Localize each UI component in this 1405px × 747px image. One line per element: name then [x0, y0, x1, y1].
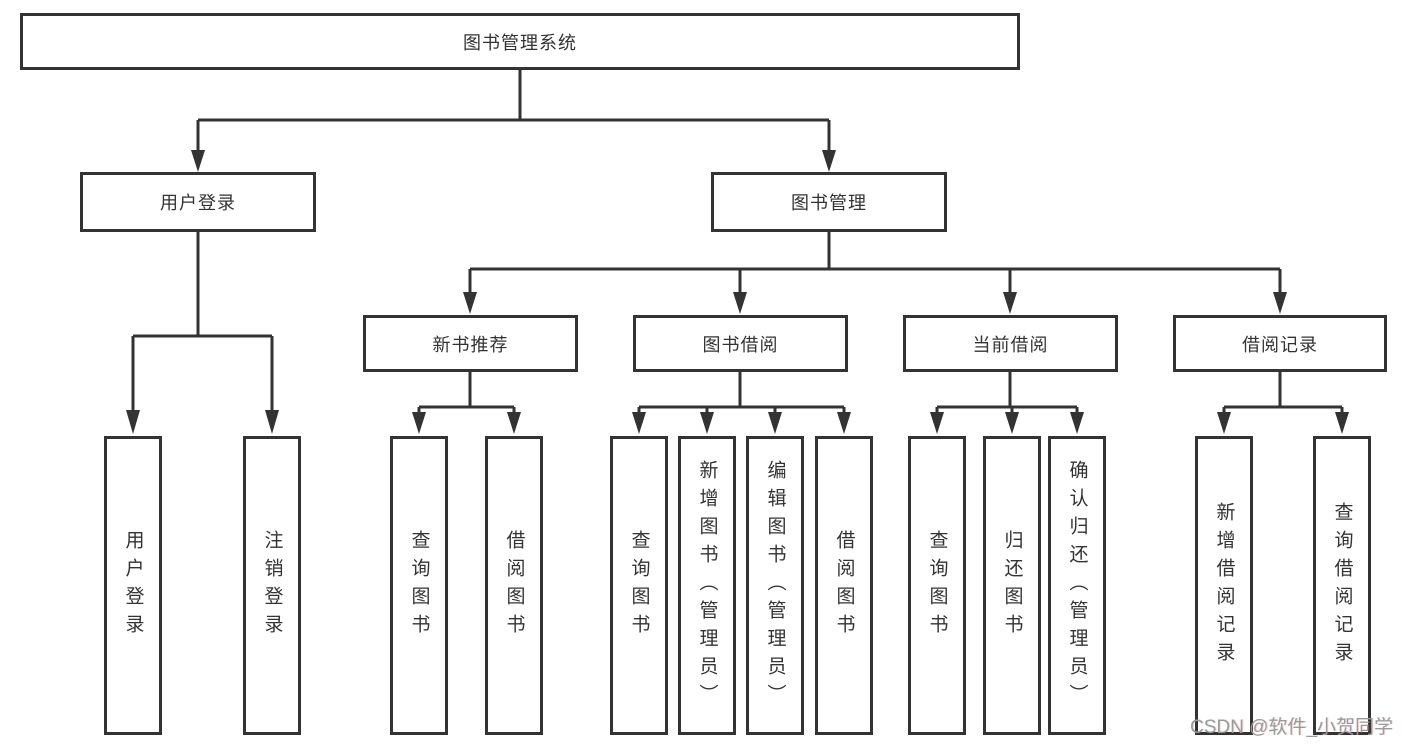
connector-book-borrow-branch: [632, 372, 851, 434]
leaf-logout: 注销登录: [243, 436, 301, 735]
leaf-return-books-label: 归还图书: [1001, 529, 1023, 642]
leaf-add-books-admin-label: 新增图书（管理员）: [696, 459, 718, 712]
leaf-query-books-recommend: 查询图书: [390, 436, 448, 735]
leaf-query-books-current-label: 查询图书: [926, 529, 948, 642]
node-library-system: 图书管理系统: [20, 13, 1020, 70]
node-current-borrowing: 当前借阅: [903, 315, 1118, 372]
leaf-confirm-return-admin: 确认归还（管理员）: [1048, 436, 1106, 735]
connector-book-mgmt-branch: [463, 232, 1287, 314]
connector-user-login-branch: [126, 232, 279, 434]
leaf-query-borrow-record: 查询借阅记录: [1313, 436, 1371, 735]
node-new-book-recommend: 新书推荐: [363, 315, 578, 372]
connector-borrow-records-branch: [1217, 372, 1349, 434]
connector-new-book-rec-branch: [412, 372, 521, 434]
node-current-borrowing-label: 当前借阅: [972, 334, 1049, 355]
leaf-borrow-books-borrowing-label: 借阅图书: [833, 529, 855, 642]
connector-current-borrow-branch: [930, 372, 1084, 434]
leaf-borrow-books-borrowing: 借阅图书: [815, 436, 873, 735]
leaf-add-books-admin: 新增图书（管理员）: [678, 436, 736, 735]
node-book-management: 图书管理: [711, 172, 947, 232]
leaf-borrow-books-recommend: 借阅图书: [485, 436, 543, 735]
leaf-confirm-return-admin-label: 确认归还（管理员）: [1066, 459, 1088, 712]
node-borrowing-records-label: 借阅记录: [1242, 334, 1318, 355]
node-book-borrowing-label: 图书借阅: [702, 334, 779, 355]
leaf-query-books-recommend-label: 查询图书: [408, 529, 430, 642]
leaf-add-borrow-record: 新增借阅记录: [1195, 436, 1253, 735]
leaf-edit-books-admin-label: 编辑图书（管理员）: [764, 459, 786, 712]
leaf-add-borrow-record-label: 新增借阅记录: [1213, 501, 1235, 670]
leaf-query-books-borrowing: 查询图书: [610, 436, 668, 735]
node-user-login-label: 用户登录: [160, 193, 236, 213]
leaf-user-login: 用户登录: [104, 436, 162, 735]
leaf-query-books-borrowing-label: 查询图书: [628, 529, 650, 642]
node-borrowing-records: 借阅记录: [1173, 315, 1387, 372]
leaf-logout-label: 注销登录: [261, 529, 283, 642]
leaf-user-login-label: 用户登录: [122, 529, 144, 642]
leaf-query-books-current: 查询图书: [908, 436, 966, 735]
node-library-system-label: 图书管理系统: [463, 32, 577, 53]
node-book-borrowing: 图书借阅: [633, 315, 848, 372]
leaf-edit-books-admin: 编辑图书（管理员）: [746, 436, 804, 735]
connector-root-to-level2: [191, 70, 836, 172]
csdn-watermark: CSDN @软件_小贺同学: [1190, 717, 1393, 738]
node-new-book-recommend-label: 新书推荐: [432, 334, 509, 355]
leaf-query-borrow-record-label: 查询借阅记录: [1331, 501, 1353, 670]
node-user-login: 用户登录: [80, 172, 316, 232]
node-book-management-label: 图书管理: [791, 193, 867, 213]
leaf-return-books: 归还图书: [983, 436, 1041, 735]
leaf-borrow-books-recommend-label: 借阅图书: [503, 529, 525, 642]
